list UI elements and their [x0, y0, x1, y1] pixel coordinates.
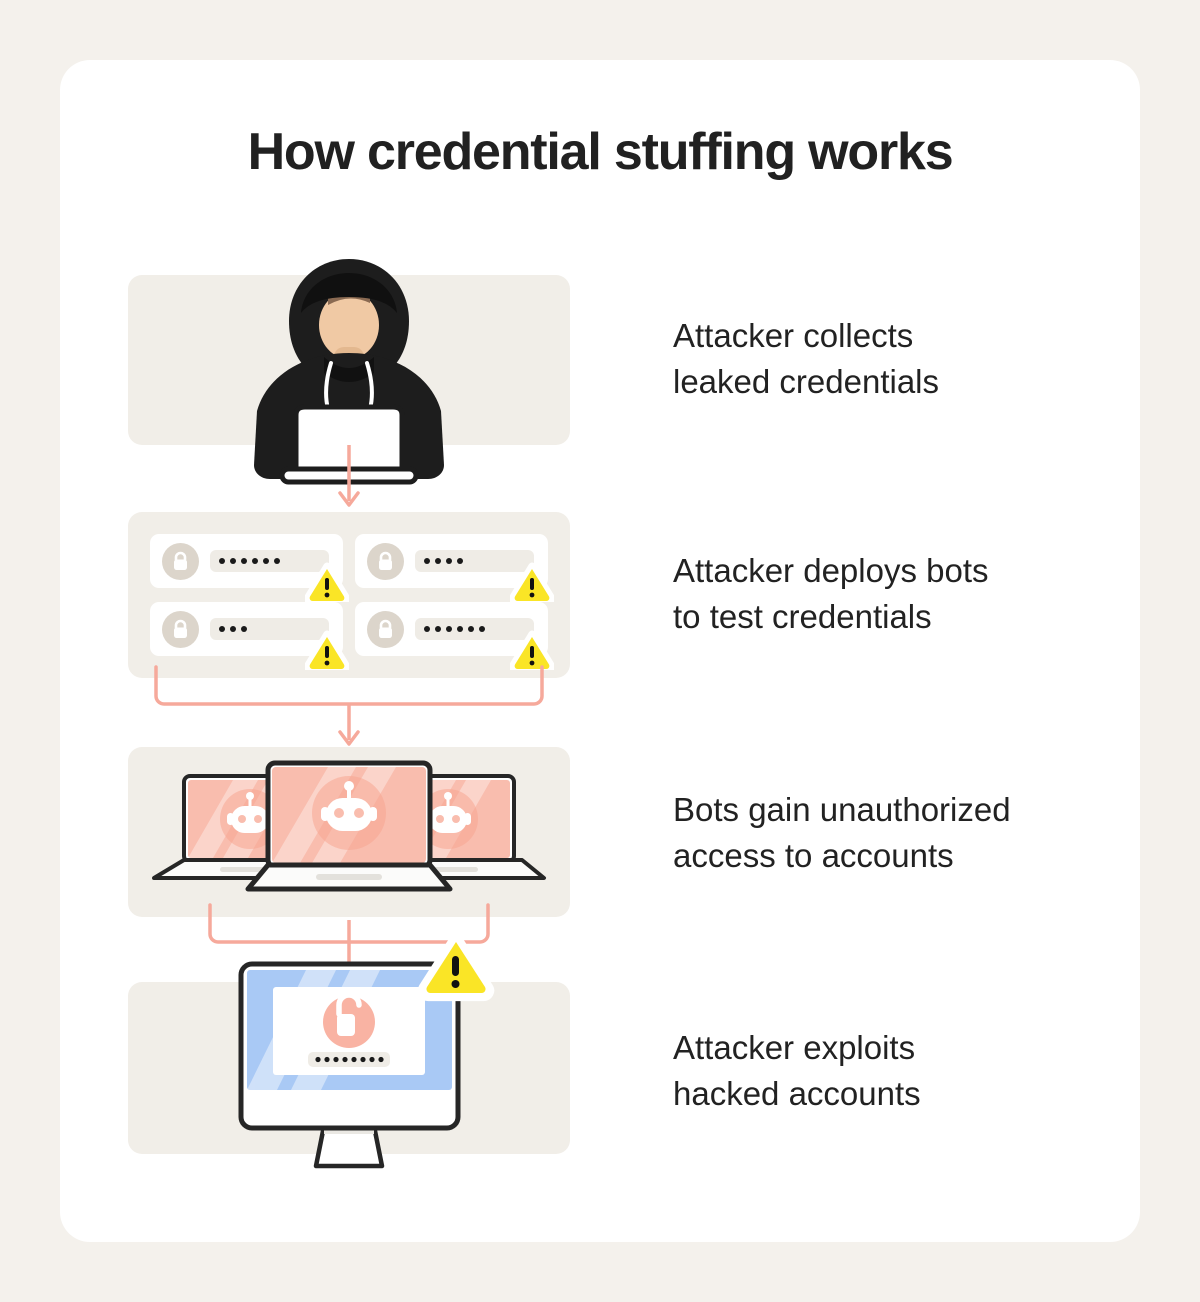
password-dots: [415, 550, 534, 572]
step-1-illustration: [128, 259, 570, 485]
password-dots: [210, 550, 329, 572]
warning-triangle-icon: [510, 562, 554, 602]
lock-closed-icon: [162, 610, 199, 648]
step-3-label: Bots gain unauthorized access to account…: [673, 791, 1011, 874]
step-3-illustration: [128, 747, 570, 917]
credential-card: [150, 602, 349, 670]
page-title: How credential stuffing works: [247, 123, 954, 181]
step-2-label: Attacker deploys bots to test credential…: [673, 552, 989, 635]
infographic-card: How credential stuffing works: [60, 60, 1140, 1242]
three-laptops-with-bots-icon: [152, 760, 546, 892]
password-dots: [415, 618, 534, 640]
laptop-center: [245, 760, 453, 892]
credential-card-list: [150, 534, 554, 670]
warning-triangle-icon: [510, 630, 554, 670]
step-4-illustration: [128, 932, 570, 1169]
hooded-attacker-at-laptop-icon: [254, 259, 444, 485]
warning-triangle-icon: [417, 932, 495, 1002]
credential-card: [355, 534, 554, 602]
password-dots: [210, 618, 329, 640]
step-1-label: Attacker collects leaked credentials: [673, 317, 939, 400]
desktop-monitor-unlocked-icon: [238, 932, 495, 1169]
credential-card: [150, 534, 349, 602]
lock-closed-icon: [367, 542, 404, 580]
step-4-label: Attacker exploits hacked accounts: [673, 1029, 921, 1112]
warning-triangle-icon: [305, 630, 349, 670]
credential-card: [355, 602, 554, 670]
lock-closed-icon: [367, 610, 404, 648]
lock-closed-icon: [162, 542, 199, 580]
warning-triangle-icon: [305, 562, 349, 602]
